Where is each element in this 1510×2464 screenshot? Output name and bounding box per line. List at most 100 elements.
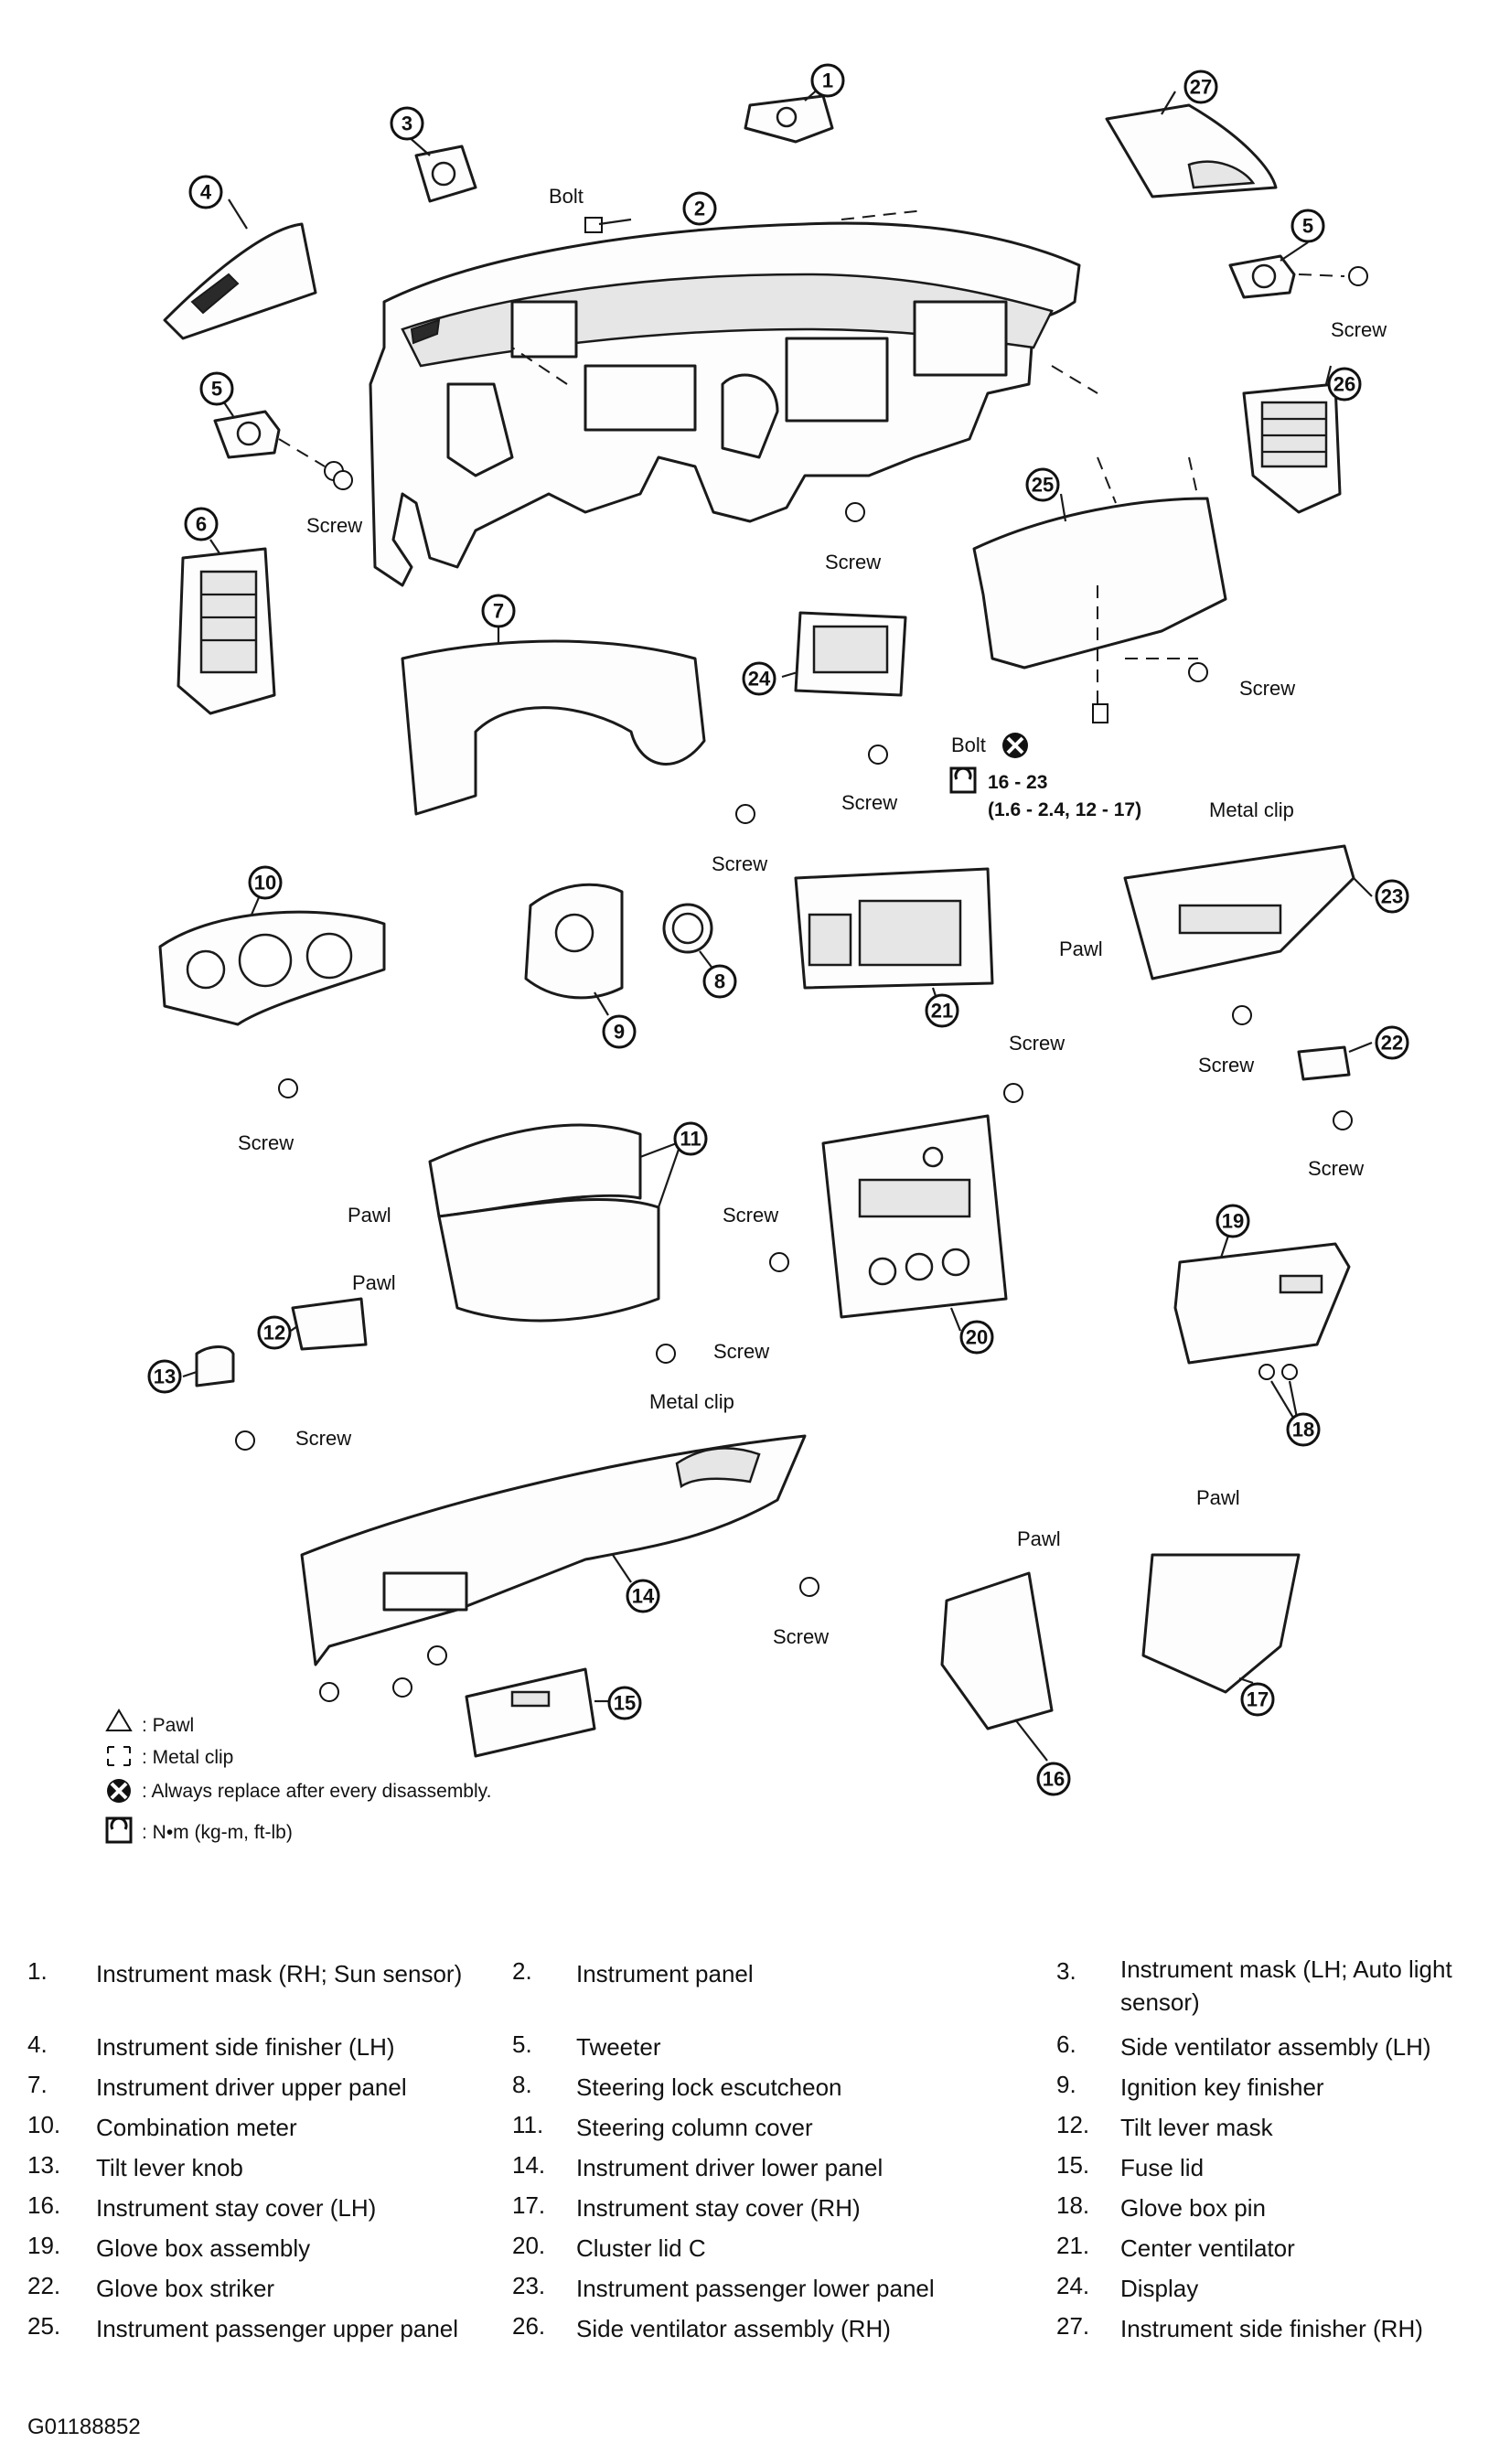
- parts-row: 4. Instrument side finisher (LH) 5. Twee…: [27, 2030, 1431, 2061]
- tweeter-left-part: [213, 402, 344, 481]
- svg-text:13: 13: [154, 1366, 176, 1388]
- ignition-key-finisher-part: [524, 883, 624, 1016]
- callout-5-right: 5: [1290, 209, 1325, 243]
- display-part: [781, 611, 907, 697]
- combination-meter-part: [158, 882, 386, 1026]
- glove-box-assembly-part: [1173, 1229, 1351, 1365]
- torque-wrench-icon: [949, 766, 977, 794]
- callout-19: 19: [1215, 1204, 1250, 1238]
- legend-replace-row: : Always replace after every disassembly…: [107, 1779, 491, 1803]
- callout-8: 8: [702, 964, 737, 999]
- screw-label-10: Screw: [238, 1131, 294, 1154]
- callout-17: 17: [1240, 1682, 1275, 1717]
- screw-fasteners: [235, 470, 1353, 1702]
- side-finisher-lh-part: [163, 198, 317, 340]
- tilt-lever-mask-part: [290, 1297, 368, 1351]
- svg-text:: N•m (kg-m, ft-lb): : N•m (kg-m, ft-lb): [142, 1822, 293, 1843]
- callout-24: 24: [742, 661, 776, 696]
- bolt-label: Bolt: [549, 185, 584, 208]
- callout-14: 14: [626, 1579, 660, 1613]
- callout-15: 15: [607, 1686, 642, 1720]
- callout-21: 21: [925, 993, 959, 1028]
- svg-text:26: 26: [1333, 373, 1355, 396]
- svg-text:: Always replace after every d: : Always replace after every disassembly…: [142, 1781, 491, 1802]
- pawl-label-11: Pawl: [348, 1204, 391, 1227]
- side-finisher-rh-part: [1105, 91, 1278, 198]
- center-ventilator-part: [794, 867, 994, 1016]
- callout-6: 6: [184, 507, 219, 541]
- svg-text:15: 15: [614, 1692, 636, 1715]
- screw-label-20-top: Screw: [1009, 1032, 1065, 1055]
- callout-25: 25: [1025, 467, 1060, 502]
- screw-label-23: Screw: [1198, 1054, 1254, 1077]
- legend-pawl-row: : Pawl: [105, 1709, 194, 1736]
- steering-column-cover-part: [428, 1123, 683, 1323]
- callout-7: 7: [481, 594, 516, 628]
- svg-text:7: 7: [493, 600, 504, 623]
- bolt-25-fastener: [1092, 658, 1198, 723]
- parts-row: 22. Glove box striker 23. Instrument pas…: [27, 2272, 1199, 2302]
- callout-9: 9: [602, 1014, 637, 1049]
- screw-label-11: Screw: [713, 1340, 769, 1363]
- passenger-lower-panel-part: [1123, 844, 1373, 980]
- side-ventilator-lh-part: [177, 539, 276, 715]
- callout-20: 20: [959, 1320, 994, 1355]
- callout-22: 22: [1375, 1025, 1409, 1060]
- figure-id: G01188852: [27, 2415, 141, 2439]
- callout-16: 16: [1036, 1762, 1071, 1796]
- pawl-label-17: Pawl: [1196, 1486, 1240, 1509]
- cluster-lid-c-part: [821, 1114, 1008, 1332]
- svg-text:18: 18: [1292, 1419, 1314, 1441]
- callout-23: 23: [1375, 879, 1409, 914]
- svg-text:: Pawl: : Pawl: [142, 1715, 194, 1736]
- parts-row: 7. Instrument driver upper panel 8. Stee…: [27, 2071, 1324, 2101]
- metal-clip-label-23: Metal clip: [1209, 798, 1294, 821]
- stay-cover-lh-part: [940, 1571, 1054, 1762]
- svg-text:: Metal clip: : Metal clip: [142, 1747, 233, 1768]
- svg-text:14: 14: [632, 1585, 655, 1608]
- svg-text:5: 5: [1302, 215, 1313, 238]
- screw-label-22: Screw: [1308, 1157, 1364, 1180]
- side-ventilator-rh-part: [1242, 365, 1342, 514]
- screw-label-25: Screw: [1239, 677, 1295, 700]
- always-replace-icon: [107, 1779, 131, 1803]
- tilt-lever-knob-part: [182, 1345, 235, 1387]
- torque-wrench-icon: [105, 1816, 133, 1844]
- callout-4: 4: [188, 175, 223, 209]
- parts-row: 25. Instrument passenger upper panel 26.…: [27, 2312, 1423, 2342]
- bolt-25-label: Bolt: [951, 734, 986, 756]
- stay-cover-rh-part: [1141, 1553, 1301, 1694]
- callout-1: 1: [810, 63, 845, 98]
- exploded-diagram: Bolt: [105, 63, 1409, 1844]
- callout-26: 26: [1327, 367, 1362, 402]
- instrument-mask-rh-part: [744, 80, 834, 144]
- svg-text:11: 11: [680, 1128, 701, 1151]
- svg-text:6: 6: [196, 513, 207, 536]
- metal-clip-label-14: Metal clip: [649, 1390, 734, 1413]
- screw-label-13: Screw: [295, 1427, 351, 1450]
- svg-text:25: 25: [1032, 474, 1054, 497]
- screw-label-14: Screw: [773, 1625, 829, 1648]
- glove-box-pin-part: [1258, 1364, 1301, 1428]
- screw-label-7: Screw: [712, 852, 767, 875]
- parts-row: 1. Instrument mask (RH; Sun sensor) 2. I…: [27, 1955, 1452, 2016]
- svg-text:5: 5: [211, 378, 222, 401]
- torque-units: (1.6 - 2.4, 12 - 17): [988, 799, 1141, 820]
- svg-text:24: 24: [748, 668, 771, 691]
- parts-row: 13. Tilt lever knob 14. Instrument drive…: [27, 2151, 1205, 2181]
- torque-value: 16 - 23: [988, 772, 1047, 793]
- callout-3: 3: [390, 106, 424, 141]
- pawl-label-12: Pawl: [352, 1271, 396, 1294]
- fuse-lid-part: [465, 1667, 608, 1758]
- svg-text:4: 4: [200, 181, 212, 204]
- callout-13: 13: [147, 1359, 182, 1394]
- pawl-label-16: Pawl: [1017, 1527, 1061, 1550]
- svg-text:10: 10: [254, 872, 276, 895]
- exploded-diagram-svg: Bolt: [105, 63, 1409, 1844]
- driver-upper-panel-part: [401, 611, 706, 816]
- svg-text:27: 27: [1190, 76, 1212, 99]
- svg-text:20: 20: [966, 1326, 988, 1349]
- always-replace-icon: [1002, 733, 1028, 758]
- tweeter-right-part: [1228, 241, 1368, 299]
- parts-row: 19. Glove box assembly 20. Cluster lid C…: [27, 2232, 1295, 2262]
